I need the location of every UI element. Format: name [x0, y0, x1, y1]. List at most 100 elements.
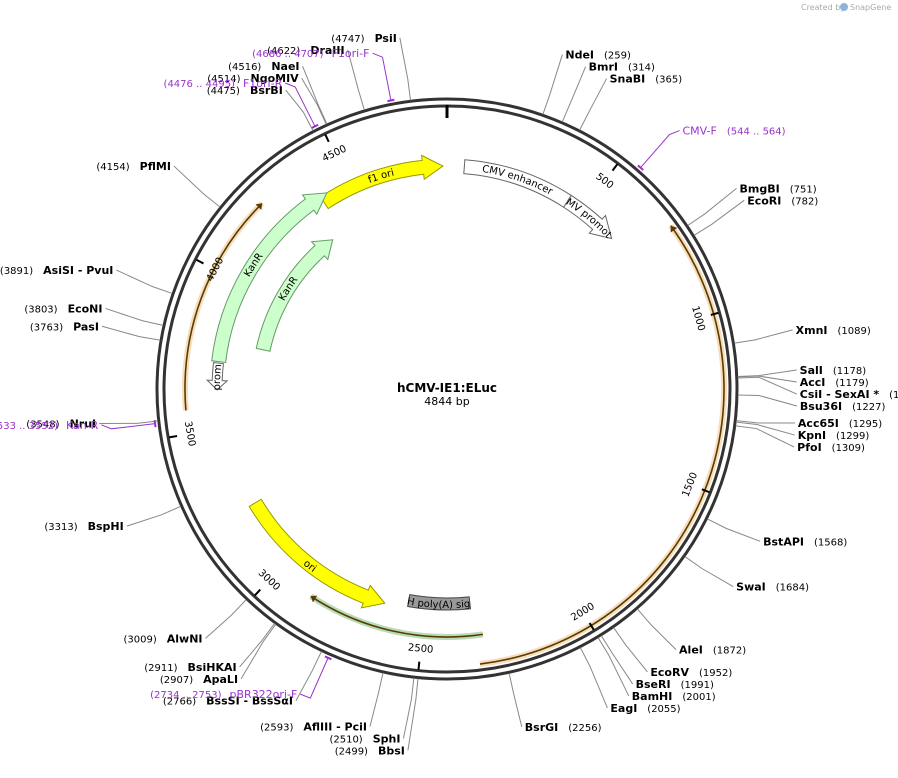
primer-marker — [637, 164, 644, 171]
enzyme-site-apali[interactable]: (2907)ApaLI — [160, 623, 277, 686]
enzyme-leader-line — [637, 608, 677, 651]
enzyme-site-ndei[interactable]: NdeI(259) — [542, 49, 631, 115]
enzyme-site-draiii[interactable]: (4622)DraIII — [267, 44, 365, 111]
enzyme-label: (4516)NaeI — [228, 60, 299, 73]
orf-glow — [479, 223, 727, 668]
enzyme-site-bamhi[interactable]: BamHI(2001) — [597, 637, 716, 703]
enzyme-site-alwni[interactable]: (3009)AlwNI — [124, 599, 247, 646]
primer-label: (4476 .. 4495)F1ori-R — [164, 77, 283, 90]
tick-mark — [710, 311, 719, 316]
enzyme-site-ngomiv[interactable]: (4514)NgoMIV — [207, 72, 327, 125]
enzyme-site-bsu36i[interactable]: Bsu36I(1227) — [737, 394, 886, 413]
enzyme-leader-line — [737, 369, 797, 378]
tick-mark — [254, 588, 262, 597]
enzyme-site-ecorv[interactable]: EcoRV(1952) — [613, 627, 733, 679]
enzyme-site-econi[interactable]: (3803)EcoNI — [24, 302, 164, 326]
plasmid-name: hCMV-IE1:ELuc — [397, 381, 497, 395]
enzyme-leader-line — [613, 627, 648, 673]
orf-arc — [310, 595, 484, 638]
enzyme-site-nrui[interactable]: (3548)NruI — [26, 418, 158, 431]
enzyme-site-pfoi[interactable]: PfoI(1309) — [735, 425, 865, 454]
enzyme-label: AleI(1872) — [679, 644, 746, 657]
enzyme-site-bsphi[interactable]: (3313)BspHI — [44, 505, 181, 533]
enzyme-label: (4747)PsiI — [331, 32, 397, 45]
enzyme-site-snabi[interactable]: SnaBI(365) — [579, 73, 683, 131]
enzyme-site-kpni[interactable]: KpnI(1299) — [736, 421, 870, 442]
enzyme-leader-line — [736, 420, 795, 424]
enzyme-leader-line — [295, 651, 322, 701]
enzyme-site-naei[interactable]: (4516)NaeI — [228, 60, 328, 125]
enzyme-site-psii[interactable]: (4747)PsiI — [331, 32, 411, 101]
enzyme-leader-line — [737, 375, 797, 383]
enzyme-leader-line — [240, 623, 277, 680]
primer-f1ori-f[interactable]: (4686 .. 4707)F1ori-F — [252, 47, 395, 103]
snapgene-credit: Created by SnapGene — [801, 3, 891, 12]
feature-shape — [211, 192, 328, 364]
enzyme-site-bmri[interactable]: BmrI(314) — [561, 61, 655, 123]
enzyme-leader-line — [239, 623, 275, 668]
enzyme-label: (3803)EcoNI — [24, 302, 102, 315]
enzyme-label: SnaBI(365) — [610, 73, 683, 86]
enzyme-leader-line — [542, 54, 563, 115]
primer-kan-r[interactable]: (3533 .. 3552)Kan-R — [0, 419, 157, 432]
tick-mark — [588, 622, 595, 631]
orf-arrowhead — [310, 595, 318, 603]
enzyme-site-asisi-pvui[interactable]: (3891)AsiSI - PvuI — [0, 264, 173, 294]
enzyme-site-bsssi-bsss-i[interactable]: (2766)BssSI - BssSαI — [163, 651, 322, 708]
feature-shape — [563, 194, 613, 240]
enzyme-label: BamHI(2001) — [632, 690, 716, 703]
enzyme-site-alei[interactable]: AleI(1872) — [637, 608, 746, 657]
primer-pbr322ori-f[interactable]: (2734 .. 2753)pBR322ori-F — [150, 655, 332, 701]
enzyme-label: (4514)NgoMIV — [207, 72, 299, 85]
enzyme-leader-line — [735, 425, 795, 448]
primer-cmv-f[interactable]: CMV-F(544 .. 564) — [637, 125, 786, 171]
enzyme-site-bmgbi[interactable]: BmgBI(751) — [687, 182, 817, 226]
enzyme-label: (3763)PasI — [30, 320, 99, 333]
tick-mark — [701, 488, 710, 494]
plasmid-size: 4844 bp — [424, 395, 469, 408]
enzyme-site-pasi[interactable]: (3763)PasI — [30, 320, 161, 341]
enzyme-site-pflmi[interactable]: (4154)PflMI — [96, 160, 221, 208]
feature-ori: ori — [248, 498, 386, 609]
enzyme-label: (2593)AflIII - PciI — [260, 720, 367, 733]
orf-layer — [182, 201, 727, 668]
primer-leader-line — [101, 423, 156, 430]
enzyme-site-sphi[interactable]: (2510)SphI — [329, 678, 415, 745]
enzyme-label: (2766)BssSI - BssSαI — [163, 695, 293, 708]
primer-f1ori-r[interactable]: (4476 .. 4495)F1ori-R — [164, 77, 319, 129]
enzyme-label: KpnI(1299) — [798, 429, 870, 442]
enzyme-leader-line — [105, 307, 164, 326]
enzyme-site-bseri[interactable]: BseRI(1991) — [600, 635, 714, 691]
enzyme-label: Bsu36I(1227) — [800, 400, 886, 413]
enzyme-leader-line — [600, 635, 634, 685]
enzyme-leader-line — [579, 647, 608, 709]
enzyme-site-eagi[interactable]: EagI(2055) — [579, 647, 681, 715]
enzyme-site-swai[interactable]: SwaI(1684) — [684, 556, 809, 594]
feature-shape — [407, 594, 472, 611]
enzyme-label: (4154)PflMI — [96, 160, 171, 173]
orf-arc — [479, 225, 725, 665]
enzyme-site-acc65i[interactable]: Acc65I(1295) — [736, 417, 882, 430]
credit-created-by: Created by — [801, 3, 845, 12]
enzyme-site-acci[interactable]: AccI(1179) — [737, 375, 869, 389]
enzyme-site-bsihkai[interactable]: (2911)BsiHKAI — [144, 623, 275, 674]
enzyme-label: XmnI(1089) — [796, 324, 871, 337]
enzyme-site-xmni[interactable]: XmnI(1089) — [734, 324, 871, 344]
enzyme-site-afliii-pcii[interactable]: (2593)AflIII - PciI — [260, 672, 384, 734]
feature-cmv-enhancer: CMV enhancer — [463, 159, 572, 208]
enzyme-site-bbsi[interactable]: (2499)BbsI — [335, 678, 419, 758]
tick-mark — [417, 661, 421, 670]
enzyme-site-bsrgi[interactable]: BsrGI(2256) — [508, 673, 602, 734]
enzyme-label: BsrGI(2256) — [525, 721, 602, 734]
enzyme-label: EcoRI(782) — [747, 194, 818, 207]
primer-leader-line — [285, 82, 316, 127]
tick-mark — [324, 134, 330, 143]
enzyme-site-ecori[interactable]: EcoRI(782) — [693, 194, 818, 236]
orf-arc — [184, 202, 263, 411]
primer-layer: (4686 .. 4707)F1ori-F(4476 .. 4495)F1ori… — [0, 47, 786, 701]
enzyme-leader-line — [205, 599, 247, 639]
enzyme-site-csii-sexai[interactable]: CsiI - SexAI *(1182) — [737, 376, 898, 401]
enzyme-site-bstapi[interactable]: BstAPI(1568) — [707, 518, 847, 548]
primer-leader-line — [640, 130, 680, 169]
enzyme-site-bsrbi[interactable]: (4475)BsrBI — [207, 84, 314, 131]
